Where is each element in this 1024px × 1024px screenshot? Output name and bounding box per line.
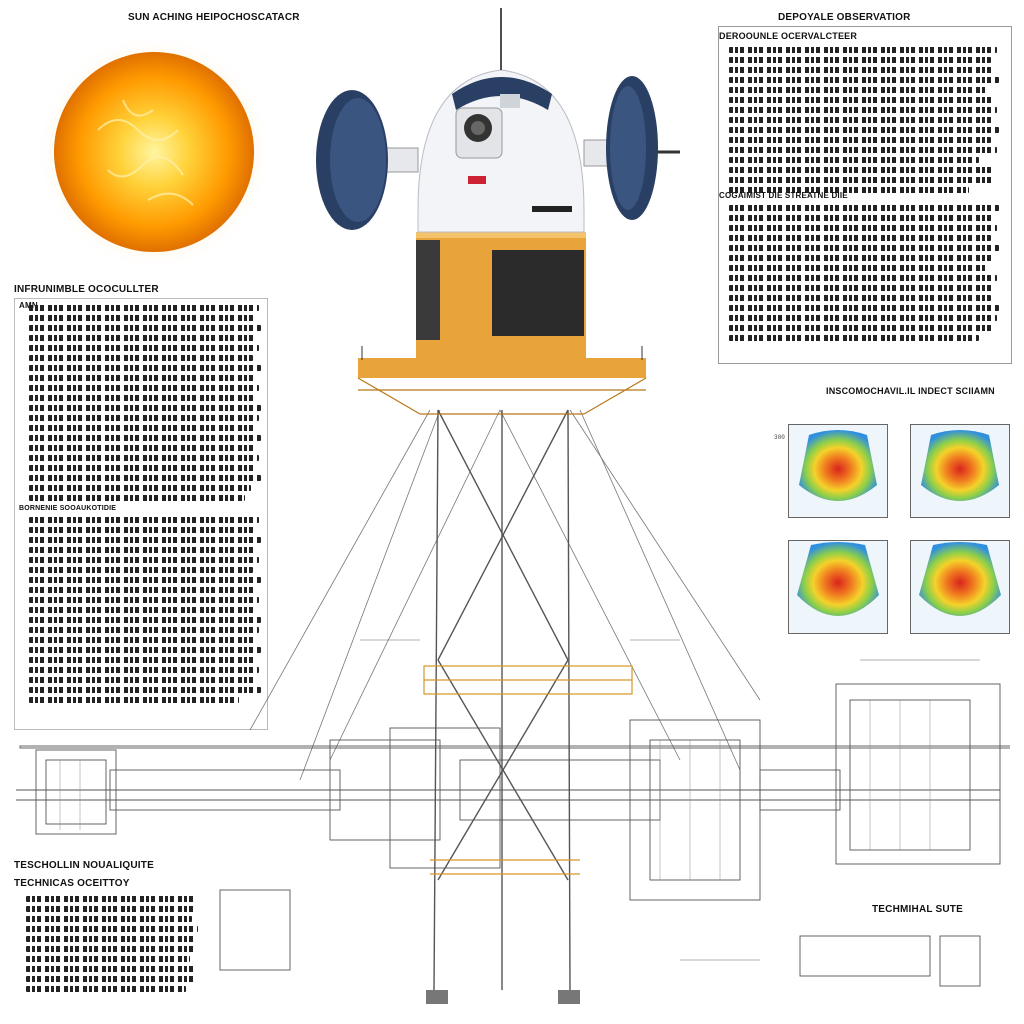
camera-lens-icon	[455, 107, 503, 159]
heatmap-2	[910, 424, 1010, 518]
heatmap-4	[910, 540, 1010, 634]
heatmap-tick-label: 300	[774, 434, 785, 441]
technical-observatory-heading: TECHNICAS OCEITTOY	[14, 878, 130, 889]
technical-suite-heading: TESCHOLLIN NOUALIQUITE	[14, 860, 154, 871]
technical-suite-right-heading: TECHMIHAL SUTE	[872, 904, 963, 915]
observatory-subtitle: DEROOUNLE OCERVALCTEER	[719, 31, 858, 41]
heatmap-1	[788, 424, 888, 518]
occulter-paragraph-1	[29, 305, 261, 501]
observatory-illustration	[14, 0, 1021, 1010]
observatory-panel: DEROOUNLE OCERVALCTEER COGAIMIST DIE STR…	[718, 26, 1012, 364]
observatory-heading: DEPOYALE OBSERVATIOR	[778, 12, 911, 23]
occulter-para2-label: BORNENIE SOOAUKOTIDIE	[19, 505, 117, 512]
occulter-panel: AMN BORNENIE SOOAUKOTIDIE	[14, 298, 268, 730]
sun-image	[28, 34, 272, 270]
occulter-para1-label: AMN	[19, 301, 38, 310]
heatmap-3	[788, 540, 888, 634]
occulter-heading: INFRUNIMBLE OCOCULLTER	[14, 284, 159, 295]
heatmap-grid: 300	[774, 404, 1016, 644]
technical-paragraph	[26, 896, 202, 992]
occulter-paragraph-2	[29, 517, 261, 703]
observatory-paragraph-2	[729, 205, 999, 341]
sun-icon	[36, 34, 272, 270]
heatmap-heading: INSCOMOCHAVIL.IL INDECT SCIIAMN	[826, 386, 995, 396]
observatory-section-title: COGAIMIST DIE STREATNE DIIE	[719, 191, 848, 200]
antenna-dish-icon	[316, 76, 658, 230]
observatory-paragraph	[729, 47, 999, 193]
sun-heading: SUN ACHING HEIPOCHOSCATACR	[128, 12, 300, 23]
